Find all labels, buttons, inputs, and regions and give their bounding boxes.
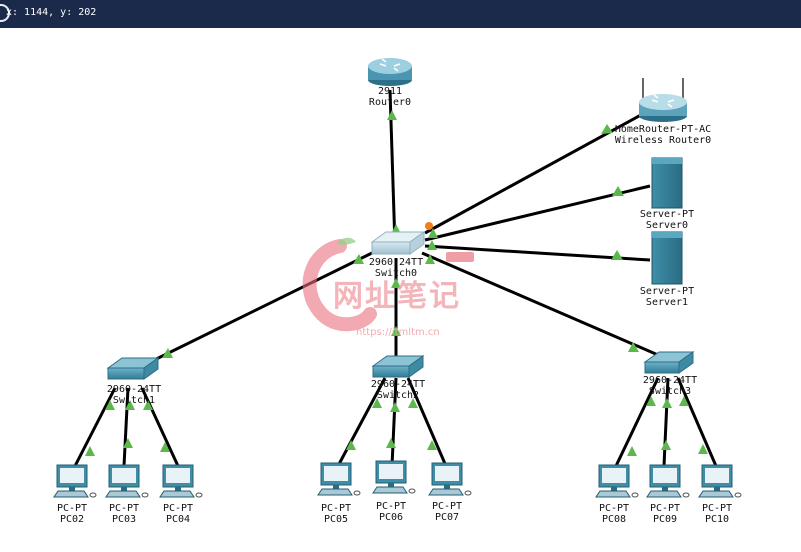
switch2-model: 2960-24TT	[370, 379, 426, 390]
status-bar: x: 1144, y: 202	[0, 0, 801, 28]
pc-icons	[53, 460, 742, 498]
pc06-model: PC-PT	[375, 501, 407, 512]
switch1-label[interactable]: 2960-24TT Switch1	[107, 384, 161, 406]
server1-model: Server-PT	[639, 286, 695, 297]
router0-model: 2911	[377, 86, 403, 97]
switch3-icon	[643, 351, 695, 374]
pc08-name: PC08	[601, 514, 627, 525]
switch3-model: 2960-24TT	[642, 375, 698, 386]
switch1-name: Switch1	[112, 395, 156, 406]
router0-icon	[368, 58, 412, 86]
switch2-name: Switch2	[376, 390, 420, 401]
link-switch2-pc07	[406, 377, 448, 467]
topology-canvas[interactable]: 网址笔记 https://itmltm.cn 2911 Router0 Home…	[0, 28, 801, 552]
switch3-label[interactable]: 2960-24TT Switch3	[643, 375, 697, 397]
pc05-model: PC-PT	[320, 503, 352, 514]
server1-name: Server1	[645, 297, 689, 308]
toggle-icon[interactable]	[0, 4, 10, 22]
pc-icon-pc05	[317, 462, 361, 496]
pc09-model: PC-PT	[649, 503, 681, 514]
switch2-icon	[371, 355, 425, 378]
pc07-name: PC07	[434, 512, 460, 523]
server0-model: Server-PT	[639, 209, 695, 220]
link-status-indicators	[85, 110, 708, 456]
pc-icon-pc09	[646, 464, 690, 498]
switch1-icon	[106, 357, 160, 380]
pc03-model: PC-PT	[108, 503, 140, 514]
server0-label[interactable]: Server-PT Server0	[640, 209, 694, 231]
switch0-name: Switch0	[374, 268, 418, 279]
pc10-model: PC-PT	[701, 503, 733, 514]
pc04-name: PC04	[165, 514, 191, 525]
server1-label[interactable]: Server-PT Server1	[640, 286, 694, 308]
pc-icon-pc10	[698, 464, 742, 498]
pc06-label[interactable]: PC-PT PC06	[376, 501, 406, 523]
pc04-model: PC-PT	[162, 503, 194, 514]
pc05-label[interactable]: PC-PT PC05	[321, 503, 351, 525]
pc08-label[interactable]: PC-PT PC08	[599, 503, 629, 525]
pc06-name: PC06	[378, 512, 404, 523]
link-switch2-pc06	[390, 377, 398, 467]
watermark-text: 网址笔记	[333, 279, 461, 314]
pc07-model: PC-PT	[431, 501, 463, 512]
switch1-model: 2960-24TT	[106, 384, 162, 395]
router0-name: Router0	[368, 97, 412, 108]
pc03-label[interactable]: PC-PT PC03	[109, 503, 139, 525]
pc02-model: PC-PT	[56, 503, 88, 514]
link-switch3-pc10	[676, 377, 718, 467]
pc02-name: PC02	[59, 514, 85, 525]
switch0-label[interactable]: 2960-24TT Switch0	[369, 257, 423, 279]
pc-icon-pc02	[53, 464, 97, 498]
pc-icon-pc03	[105, 464, 149, 498]
watermark-url: https://itmltm.cn	[356, 327, 440, 338]
pc09-label[interactable]: PC-PT PC09	[650, 503, 680, 525]
pc-icon-pc06	[372, 460, 416, 494]
wireless-router0-label[interactable]: HomeRouter-PT-AC Wireless Router0	[615, 124, 711, 146]
wireless-router0-icon	[639, 78, 687, 122]
link-switch3-pc09	[662, 377, 670, 467]
server0-name: Server0	[645, 220, 689, 231]
link-switch0-server0	[424, 184, 651, 242]
pc02-label[interactable]: PC-PT PC02	[57, 503, 87, 525]
pc03-name: PC03	[111, 514, 137, 525]
pc-icon-pc08	[595, 464, 639, 498]
pc-icon-pc04	[159, 464, 203, 498]
link-switch0-wireless-router0	[424, 108, 651, 235]
switch3-name: Switch3	[648, 386, 692, 397]
link-switch0-switch3	[421, 251, 666, 360]
server0-icon	[651, 157, 683, 209]
pc09-name: PC09	[652, 514, 678, 525]
link-switch3-pc08	[614, 377, 660, 467]
switch0-icon	[370, 231, 426, 255]
link-switch1-pc03	[122, 387, 130, 467]
switch2-label[interactable]: 2960-24TT Switch2	[371, 379, 425, 401]
pc10-name: PC10	[704, 514, 730, 525]
router0-label[interactable]: 2911 Router0	[369, 86, 411, 108]
pc10-label[interactable]: PC-PT PC10	[702, 503, 732, 525]
cursor-coordinates: x: 1144, y: 202	[6, 7, 97, 18]
link-switch2-pc05	[336, 377, 387, 467]
server1-icon	[651, 231, 683, 285]
switch0-model: 2960-24TT	[368, 257, 424, 268]
wireless-router0-model: HomeRouter-PT-AC	[614, 124, 712, 135]
pc-icon-pc07	[428, 462, 472, 496]
link-pending-indicator	[425, 222, 433, 230]
pc05-name: PC05	[323, 514, 349, 525]
wireless-router0-name: Wireless Router0	[614, 135, 712, 146]
pc08-model: PC-PT	[598, 503, 630, 514]
pc07-label[interactable]: PC-PT PC07	[432, 501, 462, 523]
link-switch1-pc02	[73, 387, 117, 467]
pc04-label[interactable]: PC-PT PC04	[163, 503, 193, 525]
